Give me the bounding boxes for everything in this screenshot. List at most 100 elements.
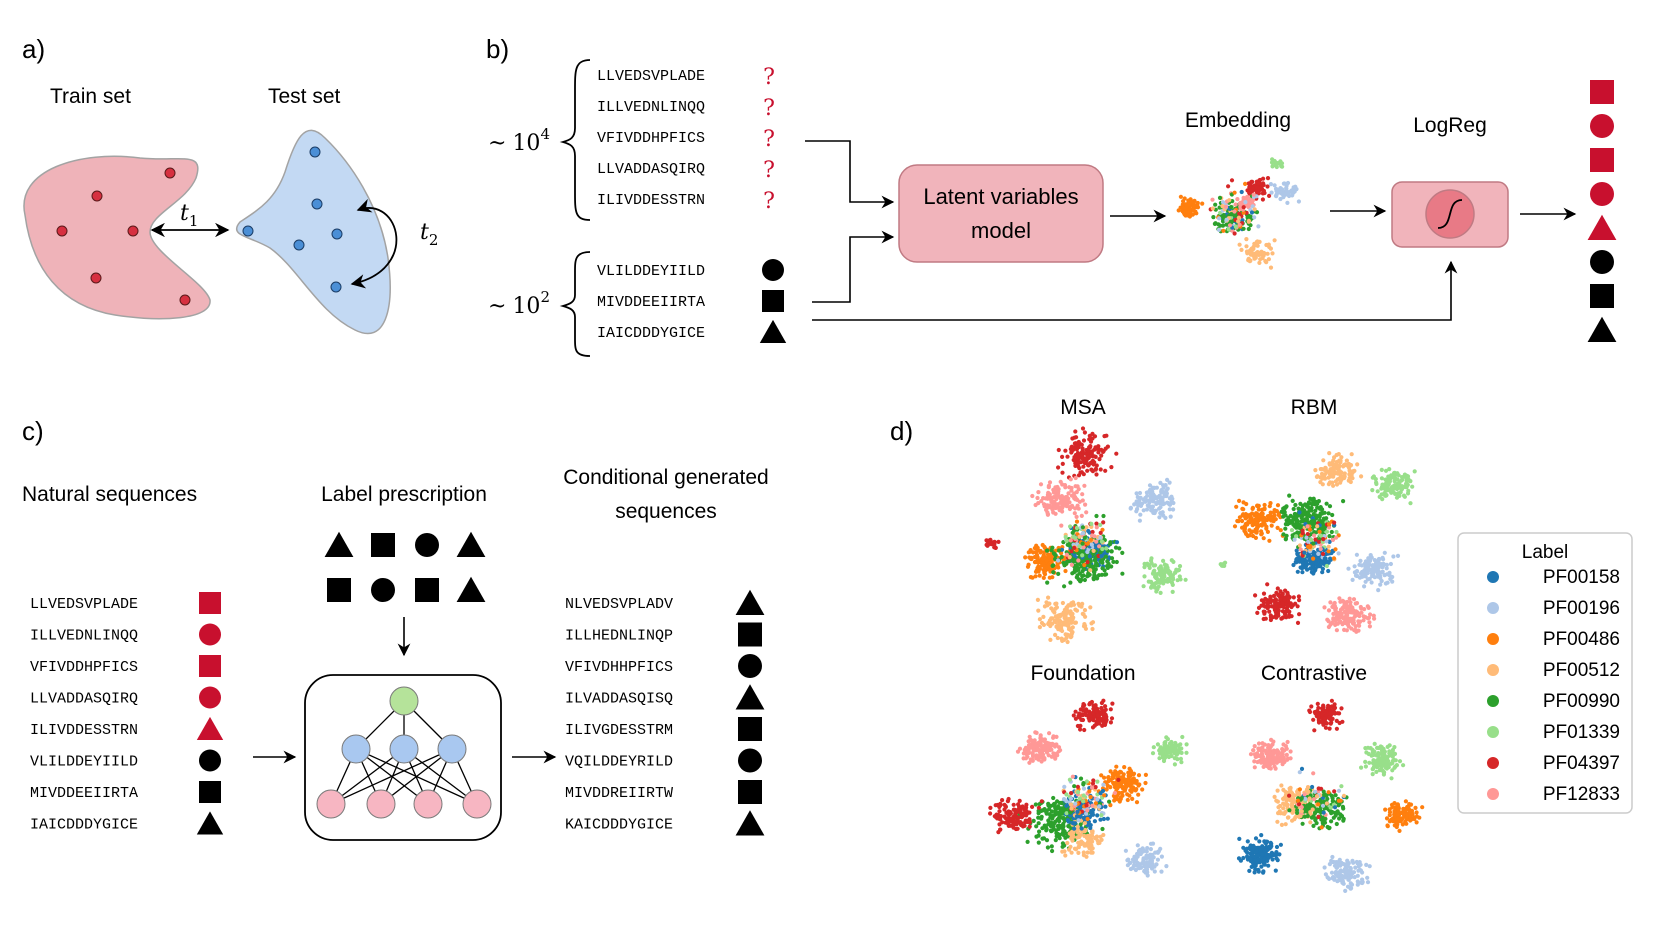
scatter-point	[1081, 464, 1086, 469]
scatter-point	[1061, 637, 1067, 643]
scatter-point	[1069, 485, 1074, 491]
scatter-point	[1101, 816, 1106, 822]
t2-arrow	[350, 198, 398, 289]
scatter-point	[1095, 813, 1100, 818]
scatter-point	[1089, 542, 1094, 547]
predicted-circle-marker	[1590, 250, 1614, 274]
scatter-point	[1385, 824, 1390, 829]
scatter-point	[1392, 801, 1397, 806]
scatter-point	[1068, 524, 1073, 529]
scatter-point	[1076, 818, 1081, 823]
scatter-point	[1265, 582, 1270, 587]
model-label-line1: Latent variables	[923, 184, 1078, 209]
scatter-point	[1080, 446, 1085, 451]
scatter-point	[1085, 556, 1090, 562]
scatter-point	[1191, 207, 1196, 212]
scatter-point	[1381, 772, 1386, 777]
test-set-blob	[236, 129, 391, 335]
scatter-point	[1264, 526, 1269, 531]
scatter-point	[1226, 227, 1231, 232]
scatter-point	[1109, 564, 1114, 569]
scatter-point	[1048, 622, 1053, 627]
scatter-point	[1332, 520, 1337, 525]
scatter-point	[1056, 548, 1062, 553]
scatter-point	[1317, 529, 1322, 534]
scatter-point	[1045, 845, 1050, 850]
square-marker	[327, 578, 351, 602]
scatter-point	[1067, 555, 1072, 560]
scatter-point	[1254, 251, 1259, 256]
scatter-point	[1068, 802, 1074, 807]
scatter-point	[1123, 848, 1128, 853]
scatter-point	[1242, 528, 1247, 533]
scatter-point	[1250, 179, 1255, 184]
scatter-point	[1216, 222, 1221, 227]
scatter-point	[1071, 713, 1076, 718]
scatter-point	[1229, 205, 1234, 210]
scatter-point	[1162, 574, 1167, 579]
scatter-point	[1284, 533, 1289, 538]
scatter-point	[1089, 451, 1094, 456]
scatter-point	[1265, 176, 1271, 181]
scatter-point	[1068, 477, 1073, 482]
scatter-point	[1253, 593, 1258, 598]
scatter-point	[1187, 202, 1192, 207]
scatter-point	[1341, 463, 1347, 468]
scatter-point	[1318, 546, 1323, 552]
scatter-point	[1066, 622, 1071, 627]
scatter-point	[1162, 562, 1167, 567]
scatter-point	[1331, 611, 1336, 617]
scatter-point	[1054, 624, 1059, 629]
scatter-point	[1000, 798, 1005, 803]
scatter-point	[1392, 765, 1397, 770]
scatter-point	[1383, 807, 1388, 812]
scatter-point	[1040, 826, 1045, 831]
scatter-point	[1270, 742, 1275, 747]
natural-sequence-list: LLVEDSVPLADEILLVEDNLINQQVFIVDDHPFICSLLVA…	[30, 592, 224, 835]
scatter-point	[1395, 803, 1401, 808]
tsne-scatter-msa	[984, 426, 1188, 645]
tsne-scatter-foundation	[988, 698, 1189, 878]
scatter-point	[1309, 508, 1314, 513]
scatter-point	[1268, 246, 1273, 251]
scatter-point	[1041, 614, 1046, 620]
scatter-point	[1071, 602, 1077, 607]
triangle-marker	[324, 531, 354, 557]
scatter-point	[1265, 600, 1270, 605]
scatter-point	[1036, 811, 1041, 816]
scatter-point	[1070, 820, 1075, 826]
scatter-point	[1386, 474, 1391, 479]
scatter-point	[1326, 475, 1331, 480]
scatter-point	[1342, 474, 1347, 479]
scatter-point	[1125, 792, 1130, 797]
scatter-point	[1051, 490, 1056, 495]
scatter-point	[1295, 518, 1300, 524]
scatter-point	[1365, 745, 1371, 750]
scatter-point	[1386, 482, 1391, 487]
scatter-point	[1065, 840, 1070, 846]
scatter-point	[1354, 552, 1359, 557]
scatter-point	[1034, 550, 1039, 555]
scatter-point	[1329, 698, 1334, 703]
scatter-point	[1276, 613, 1281, 618]
scatter-point	[1076, 487, 1081, 492]
scatter-point	[1002, 802, 1007, 807]
scatter-point	[1381, 759, 1386, 764]
scatter-point	[1008, 811, 1014, 816]
scatter-point	[1266, 751, 1271, 756]
scatter-point	[1340, 719, 1345, 724]
scatter-point	[1100, 546, 1105, 552]
scatter-point	[1047, 812, 1052, 817]
scatter-point	[1330, 468, 1335, 473]
scatter-point	[1056, 465, 1061, 470]
scatter-point	[1083, 502, 1088, 507]
scatter-point	[1397, 493, 1402, 498]
scatter-point	[1150, 751, 1156, 756]
scatter-point	[1106, 775, 1111, 780]
scatter-point	[1313, 468, 1318, 473]
scatter-point	[1090, 725, 1096, 730]
scatter-point	[1250, 204, 1255, 209]
scatter-point	[1049, 743, 1055, 748]
scatter-point	[1276, 811, 1281, 816]
scatter-point	[1164, 735, 1169, 740]
